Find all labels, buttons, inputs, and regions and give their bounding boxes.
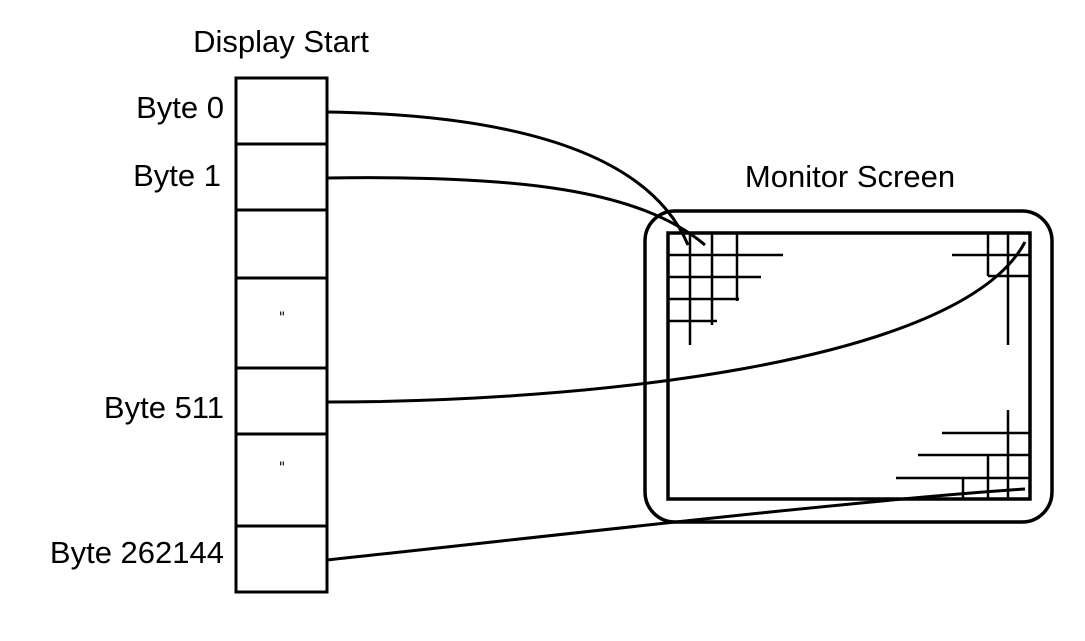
byte-0-label: Byte 0 xyxy=(136,90,224,125)
monitor-screen-title: Monitor Screen xyxy=(745,159,955,194)
memory-cell-byte-262144 xyxy=(234,524,329,594)
byte-511-label: Byte 511 xyxy=(104,390,224,425)
continuation-mark-1: " xyxy=(279,310,285,326)
memory-cell-gap-1 xyxy=(234,276,329,370)
memory-cell-byte-0 xyxy=(234,76,329,146)
pixel-grid-top-right xyxy=(952,233,1030,345)
connector-lines xyxy=(326,110,1027,562)
display-start-title: Display Start xyxy=(193,24,369,59)
memory-cell-byte-2 xyxy=(234,208,329,280)
memory-cell-gap-2 xyxy=(234,432,329,528)
screen-area xyxy=(666,231,1032,501)
connector-byte-511 xyxy=(326,241,1027,404)
monitor-screen xyxy=(643,209,1054,524)
byte-262144-label: Byte 262144 xyxy=(50,535,224,570)
memory-column xyxy=(234,76,329,594)
pixel-grid-bottom-right xyxy=(896,410,1030,499)
byte-1-label: Byte 1 xyxy=(133,158,221,193)
connector-byte-1 xyxy=(326,176,706,247)
memory-cell-byte-511 xyxy=(234,366,329,436)
memory-cell-byte-1 xyxy=(234,142,329,212)
connector-byte-262144 xyxy=(326,487,1026,562)
connector-byte-0 xyxy=(326,110,690,246)
continuation-mark-2: " xyxy=(279,460,285,476)
monitor-bezel xyxy=(643,209,1054,524)
pixel-grid-top-left xyxy=(668,233,783,345)
